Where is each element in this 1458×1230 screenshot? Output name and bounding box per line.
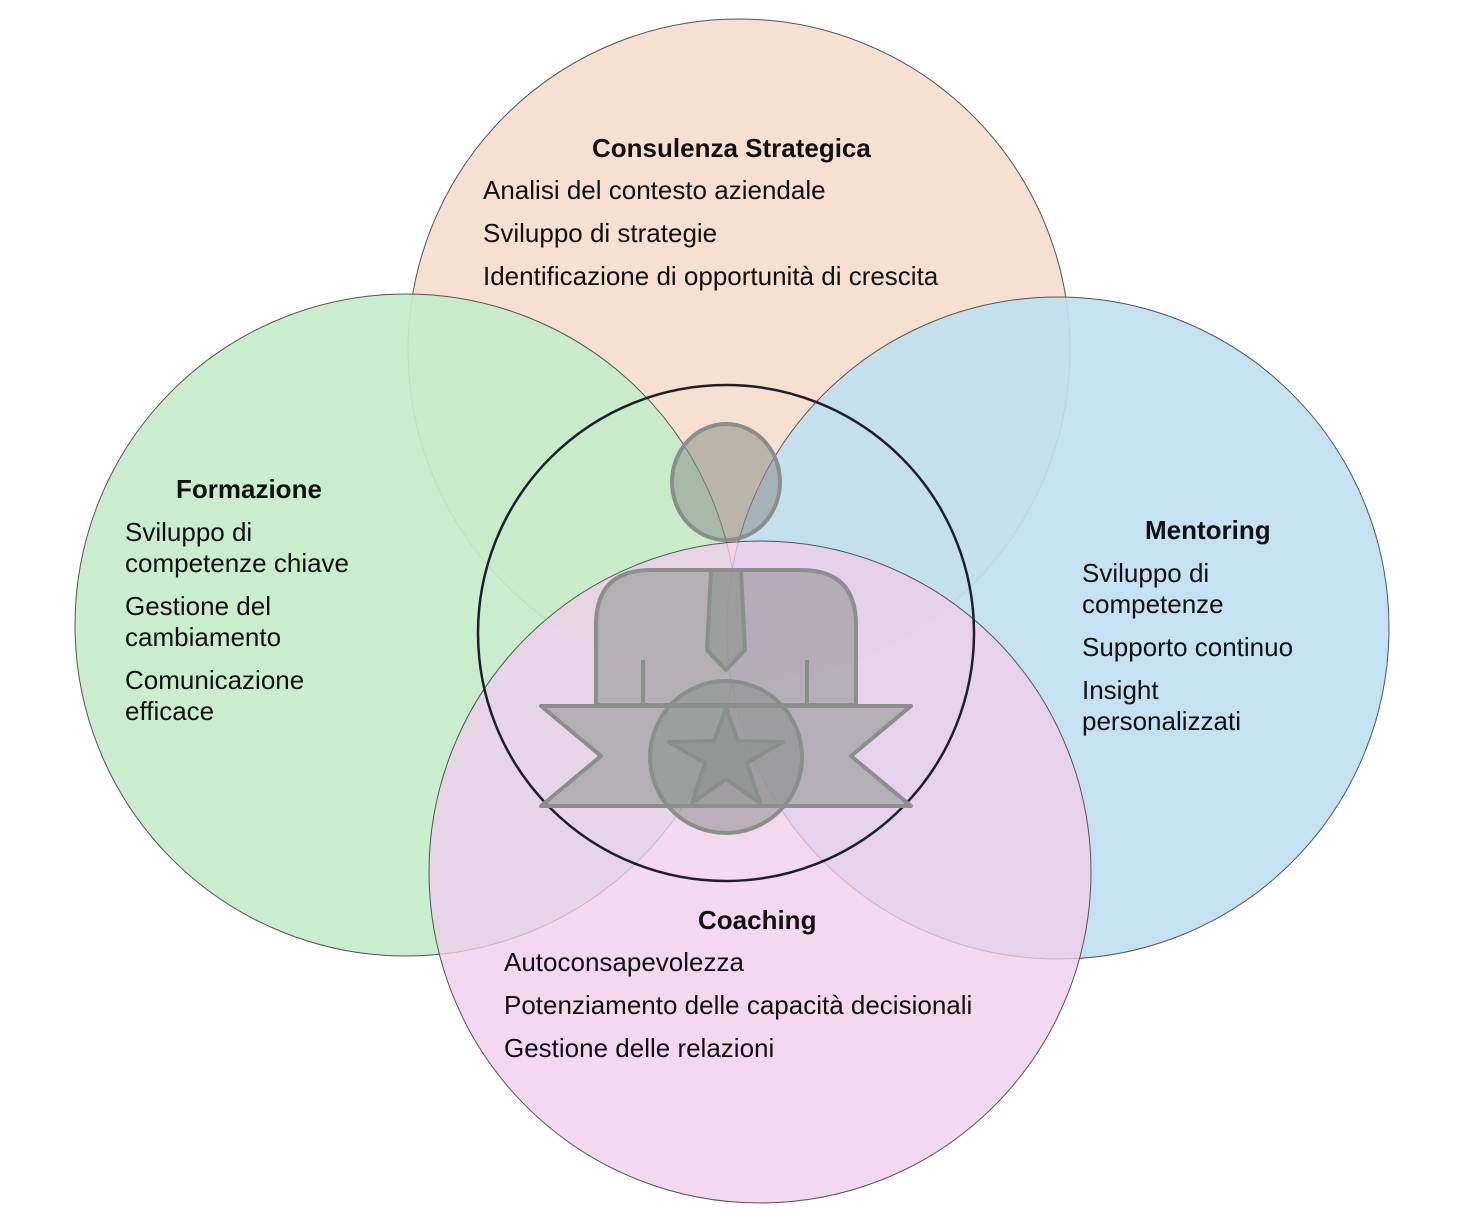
- formazione-item-1: Sviluppo di competenze chiave: [125, 517, 350, 578]
- mentoring-section: Mentoring Sviluppo di competenze Support…: [1082, 515, 1382, 749]
- formazione-item-2: Gestione del cambiamento: [125, 591, 282, 652]
- person-with-award-ribbon-icon: [539, 422, 913, 835]
- mentoring-item-3: Insight personalizzati: [1082, 675, 1241, 736]
- consulenza-strategica-title: Consulenza Strategica: [592, 133, 871, 163]
- person-tie-icon: [705, 568, 747, 672]
- center-ring: [476, 383, 976, 883]
- coaching-item-1: Autoconsapevolezza: [504, 947, 744, 977]
- coaching-item-2: Potenziamento delle capacità decisionali: [504, 990, 973, 1020]
- consulenza-strategica-section: Consulenza Strategica Analisi del contes…: [483, 133, 1043, 304]
- person-head-icon: [670, 422, 782, 542]
- formazione-item-3: Comunicazione efficace: [125, 665, 305, 726]
- coaching-section: Coaching Autoconsapevolezza Potenziament…: [504, 905, 1064, 1076]
- mentoring-item-2: Supporto continuo: [1082, 632, 1294, 662]
- coaching-item-3: Gestione delle relazioni: [504, 1033, 775, 1063]
- consulenza-item-3: Identificazione di opportunità di cresci…: [483, 261, 939, 291]
- consulenza-item-1: Analisi del contesto aziendale: [483, 175, 826, 205]
- mentoring-item-1: Sviluppo di competenze: [1082, 558, 1224, 619]
- formazione-title: Formazione: [176, 474, 322, 504]
- formazione-section: Formazione Sviluppo di competenze chiave…: [125, 474, 425, 739]
- consulenza-item-2: Sviluppo di strategie: [483, 218, 718, 248]
- mentoring-title: Mentoring: [1145, 515, 1271, 545]
- coaching-title: Coaching: [698, 905, 817, 935]
- star-icon: [667, 706, 785, 805]
